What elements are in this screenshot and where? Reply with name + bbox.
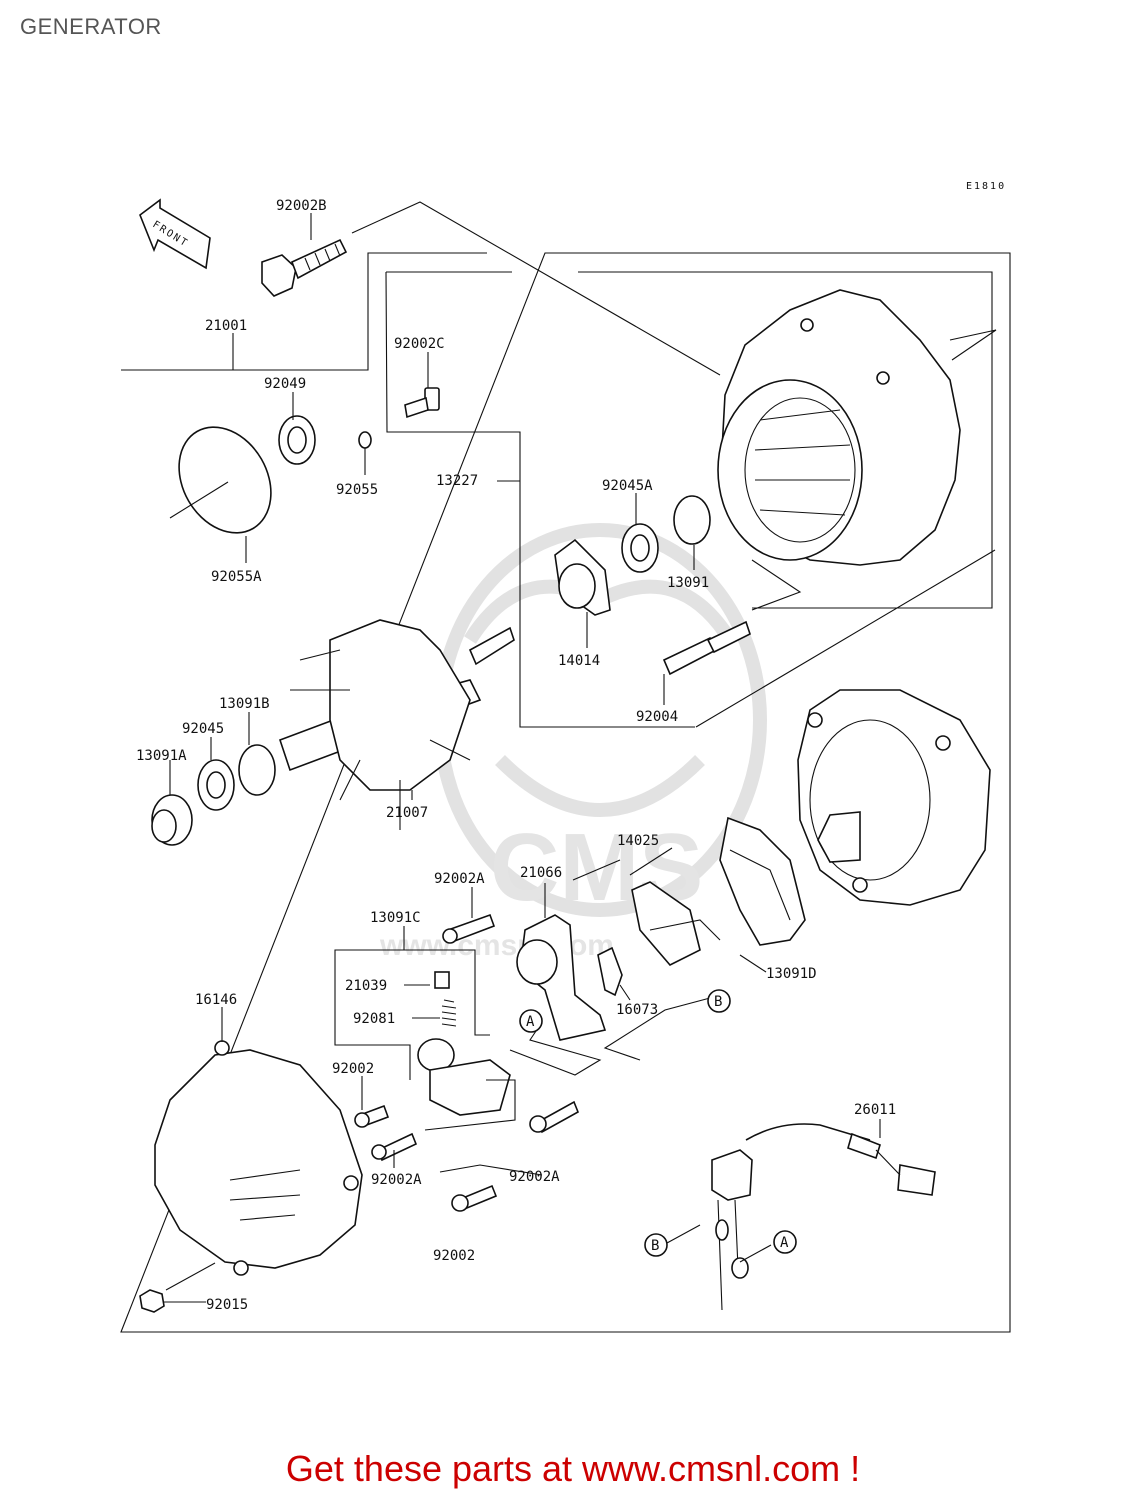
callout-13091: 13091 — [667, 575, 709, 591]
ring-13091b — [238, 744, 276, 796]
leader-lines — [164, 213, 881, 1303]
callout-21001: 21001 — [205, 318, 247, 334]
callout-92002a-left: 92002A — [371, 1172, 422, 1188]
brush-holder-assembly — [417, 1038, 511, 1116]
callout-92002a-right: 92002A — [509, 1169, 560, 1185]
cmsnl-footer-link[interactable]: Get these parts at www.cmsnl.com ! — [285, 1448, 861, 1489]
bolt-92002a-right — [529, 1100, 580, 1134]
bolt-92002a-left — [371, 1132, 418, 1162]
rectifier-14025 — [719, 816, 806, 946]
marker-a-lower: A — [773, 1230, 797, 1254]
brush-holder-21066 — [516, 914, 607, 1041]
bolt-92002-bottom — [451, 1184, 498, 1212]
bearing-92045a — [621, 523, 659, 573]
callout-13091c: 13091C — [370, 910, 421, 926]
bearing-92045 — [197, 759, 235, 811]
stud-92004 — [662, 620, 751, 676]
callout-16146: 16146 — [195, 992, 237, 1008]
callout-16073: 16073 — [616, 1002, 658, 1018]
callout-13091a: 13091A — [136, 748, 187, 764]
rear-housing — [797, 689, 991, 906]
oil-seal-14014 — [554, 538, 611, 616]
callout-92055a: 92055A — [211, 569, 262, 585]
svg-text:A: A — [526, 1014, 535, 1030]
callout-92004: 92004 — [636, 709, 678, 725]
callout-21066: 21066 — [520, 865, 562, 881]
diagram-code: E1810 — [966, 181, 1006, 192]
generator-housing — [717, 289, 961, 566]
callout-14014: 14014 — [558, 653, 600, 669]
callout-21007: 21007 — [386, 805, 428, 821]
svg-text:B: B — [651, 1238, 659, 1254]
callout-92002-bottom: 92002 — [433, 1248, 475, 1264]
bearing-92049 — [278, 415, 316, 465]
bolt-92002-left — [354, 1104, 390, 1128]
callout-92081: 92081 — [353, 1011, 395, 1027]
assembly-frame — [120, 201, 1011, 1333]
marker-b-upper: B — [707, 989, 731, 1013]
o-ring-92055a — [178, 426, 272, 534]
callout-21039: 21039 — [345, 978, 387, 994]
callout-13091b: 13091B — [219, 696, 270, 712]
callout-92002a-upper: 92002A — [434, 871, 485, 887]
spring-92081 — [441, 999, 457, 1027]
callout-92015: 92015 — [206, 1297, 248, 1313]
rotor-21007 — [278, 619, 515, 830]
page-title: GENERATOR — [20, 14, 162, 39]
callout-92002c: 92002C — [394, 336, 445, 352]
generator-cover-16146 — [154, 1040, 363, 1276]
collar-13091a — [151, 794, 193, 846]
callout-13227: 13227 — [436, 473, 478, 489]
watermark-url: www.cmsnl.com — [379, 929, 614, 962]
ring-13091 — [673, 495, 711, 545]
brush-21039 — [434, 971, 450, 989]
bolt-92002b — [261, 238, 348, 297]
o-ring-92055 — [358, 431, 372, 449]
callout-92055: 92055 — [336, 482, 378, 498]
callout-92049: 92049 — [264, 376, 306, 392]
marker-a-upper: A — [519, 1009, 543, 1033]
svg-text:A: A — [780, 1235, 789, 1251]
callout-92002b: 92002B — [276, 198, 327, 214]
marker-b-lower: B — [644, 1233, 668, 1257]
callout-13091d: 13091D — [766, 966, 817, 982]
callout-92045a: 92045A — [602, 478, 653, 494]
svg-text:B: B — [714, 994, 722, 1010]
bolt-92015 — [139, 1289, 165, 1313]
front-arrow-icon: FRONT — [139, 198, 211, 270]
callout-14025: 14025 — [617, 833, 659, 849]
bolt-92002a-upper — [442, 913, 496, 944]
callout-92045: 92045 — [182, 721, 224, 737]
regulator — [631, 881, 721, 966]
callout-92002-left: 92002 — [332, 1061, 374, 1077]
plate-16073 — [597, 946, 623, 997]
callout-26011: 26011 — [854, 1102, 896, 1118]
lead-wire-26011 — [711, 1123, 936, 1311]
bolt-92002c — [404, 387, 440, 419]
